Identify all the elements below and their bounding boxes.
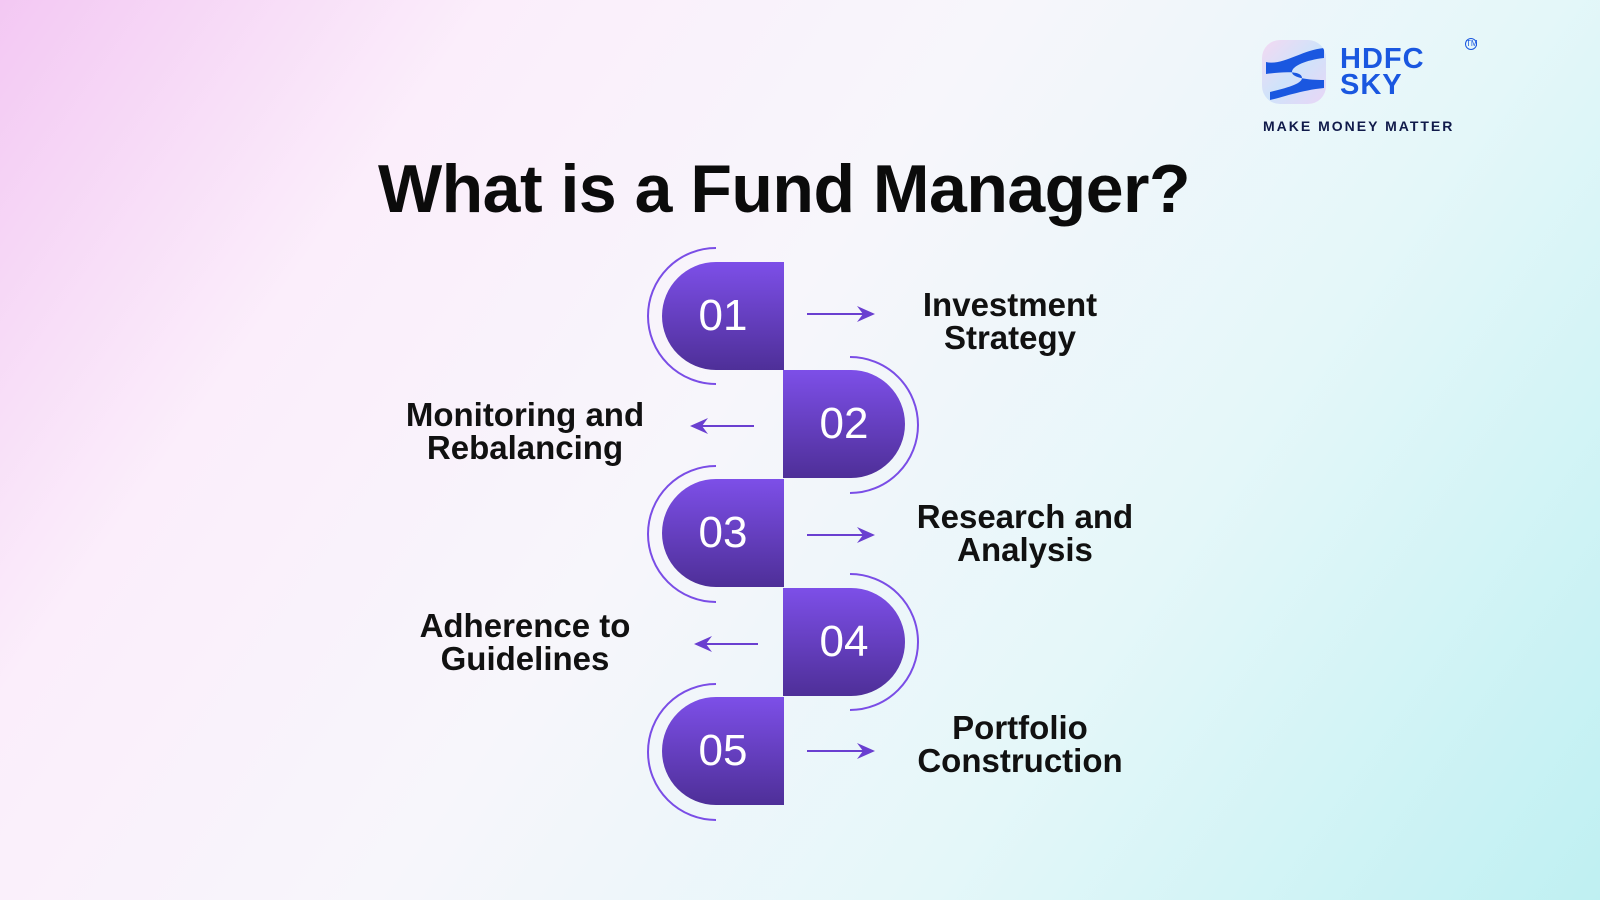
step-05-label: Portfolio Construction [917,709,1123,779]
arc-01 [647,247,717,385]
arc-05 [647,683,717,821]
logo-line-1: HDFC [1340,43,1425,75]
step-01-label: Investment Strategy [922,286,1098,356]
arc-04 [849,573,919,711]
step-02-badge: 02 [783,370,905,478]
step-01-badge: 01 [662,262,784,370]
step-05-badge: 05 [662,697,784,805]
arc-03 [647,465,717,603]
logo-mark-icon [1262,40,1326,104]
page-title: What is a Fund Manager? [377,151,1191,227]
step-03-label: Research and Analysis [916,498,1134,568]
logo-line-2: SKY [1340,69,1403,101]
logo-wordmark: HDFC SKY [1340,43,1425,101]
step-04-badge: 04 [783,588,905,696]
trademark-mark: TM [1465,38,1478,50]
arc-02 [849,356,919,494]
logo-tagline: MAKE MONEY MATTER [1263,118,1455,134]
step-04-label: Adherence to Guidelines [419,607,631,677]
hdfc-sky-logo: HDFC SKY TM MAKE MONEY MATTER [1262,38,1482,138]
step-03-badge: 03 [662,479,784,587]
step-02-label: Monitoring and Rebalancing [405,396,645,466]
